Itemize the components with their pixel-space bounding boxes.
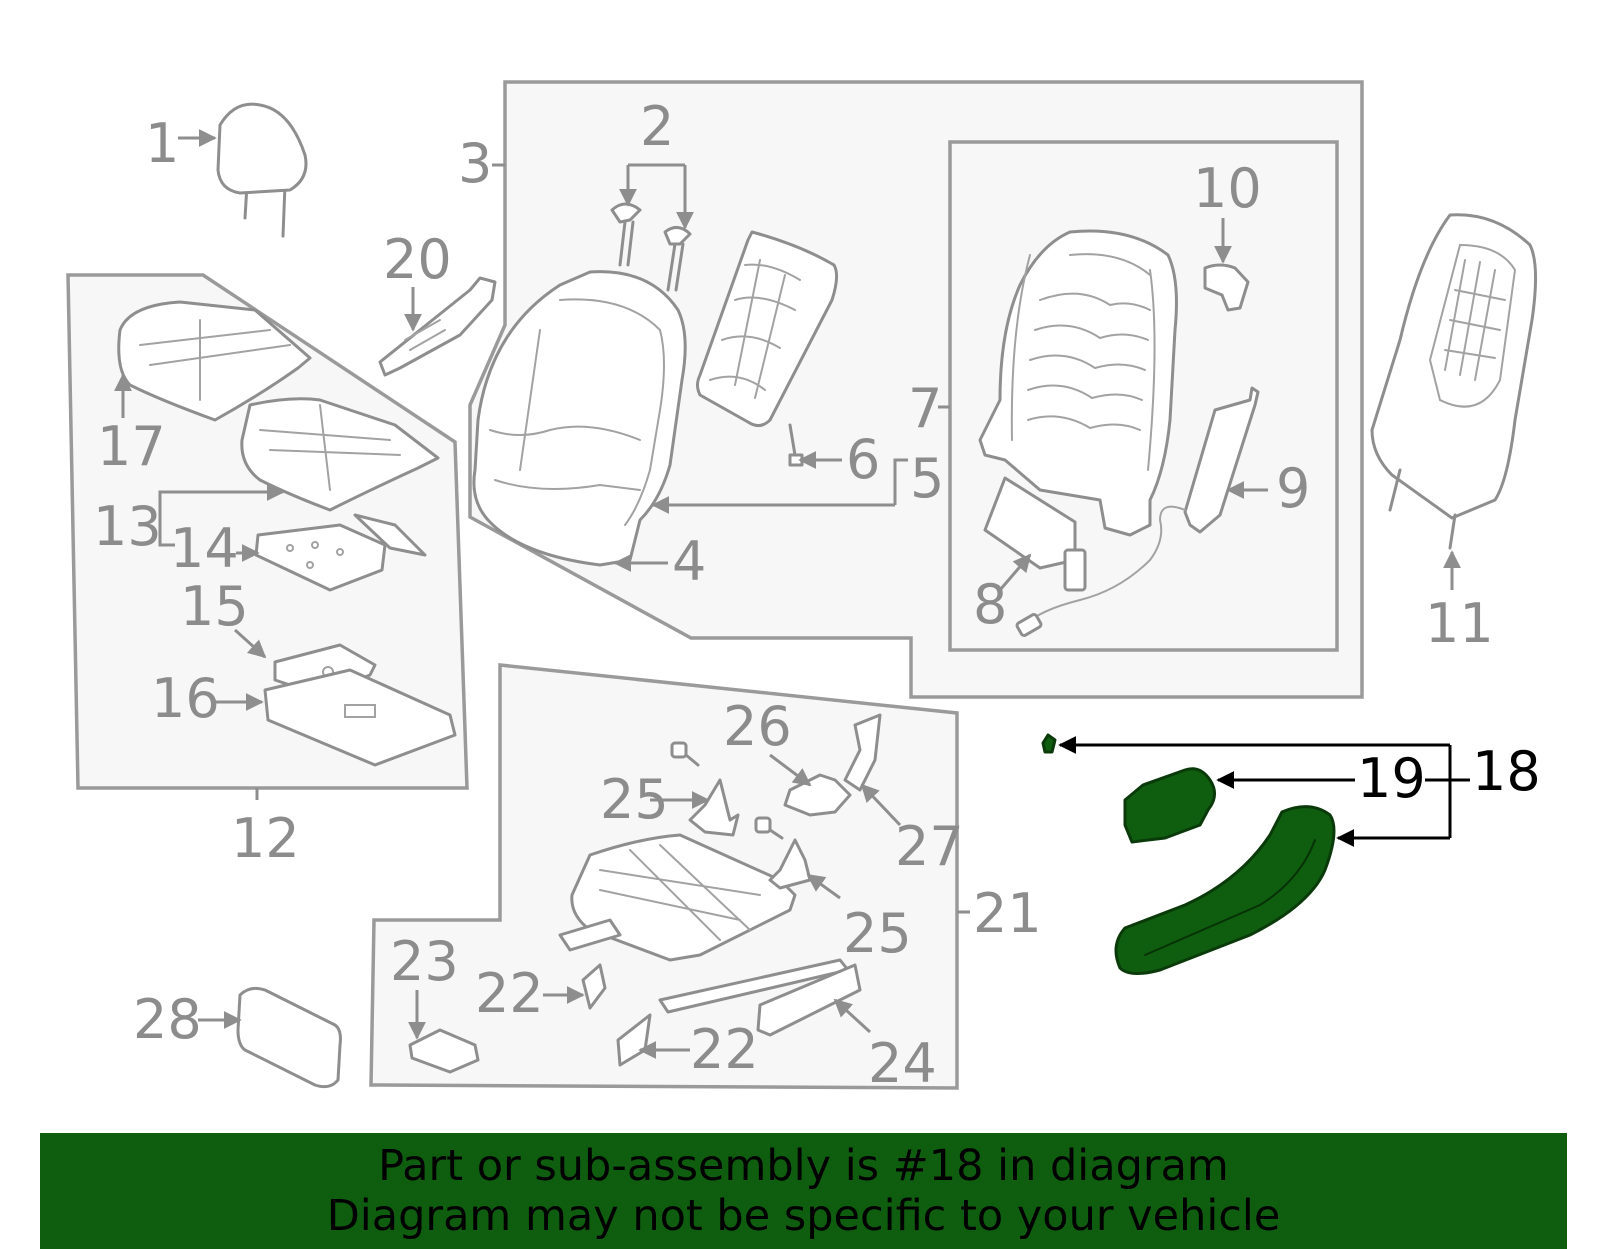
headrest-guide-part [610,202,692,292]
info-banner: Part or sub-assembly is #18 in diagram D… [40,1133,1567,1249]
callout-16: 16 [151,667,220,730]
side-trim-part [378,276,497,377]
seat-back-cover-part [472,270,687,567]
callout-15: 15 [180,575,249,638]
module-part [408,1028,480,1074]
highlight-leader-lines [1058,736,1470,847]
callout-8: 8 [973,573,1007,636]
leader-lines [114,129,1461,1059]
callout-18: 18 [1472,740,1541,803]
callout-21: 21 [973,882,1042,945]
headrest-part [216,102,308,238]
callout-2: 2 [640,95,674,158]
cushion-panel-part [263,643,457,767]
seat-back-frame-part [978,229,1178,537]
callout-19: 19 [1357,747,1426,810]
callout-20: 20 [383,228,452,291]
bolt-part [670,741,784,840]
callout-25a: 25 [600,768,669,831]
cover-part [236,986,342,1089]
callout-11: 11 [1425,592,1494,655]
side-airbag-part [1015,386,1260,637]
callout-10: 10 [1193,157,1262,220]
callout-13: 13 [93,495,162,558]
side-cover-part [1114,805,1336,975]
highlighted-part-18[interactable] [1041,733,1336,975]
banner-line-2: Diagram may not be specific to your vehi… [326,1191,1281,1241]
callout-9: 9 [1276,457,1310,520]
callout-6: 6 [846,428,880,491]
cushion-cover-part [240,397,440,512]
callout-23: 23 [390,930,459,993]
callout-28: 28 [133,988,202,1051]
callout-14: 14 [170,517,239,580]
callout-22a: 22 [475,962,544,1025]
seat-back-panel-part [1370,213,1538,550]
callout-22b: 22 [690,1018,759,1081]
callout-25b: 25 [843,902,912,965]
callout-5: 5 [910,447,944,510]
callout-4: 4 [672,530,706,593]
callout-24: 24 [868,1032,937,1095]
screw-part [1041,733,1057,754]
trim-cover-part [581,963,862,1067]
callout-17: 17 [97,415,166,478]
clip-part [1203,263,1250,312]
callout-26: 26 [723,695,792,758]
callout-labels: 1 2 3 4 5 6 7 8 9 10 11 12 13 14 15 16 1… [93,95,1541,1095]
callout-1: 1 [145,112,179,175]
seat-track-part [558,833,850,1014]
callout-27: 27 [895,815,964,878]
callout-3: 3 [458,132,492,195]
callout-12: 12 [231,807,300,870]
banner-line-1: Part or sub-assembly is #18 in diagram [378,1141,1229,1191]
seat-heater-part [254,513,427,592]
callout-7: 7 [908,377,942,440]
airbag-module-part [983,476,1087,592]
handle-part-19 [1123,767,1216,844]
